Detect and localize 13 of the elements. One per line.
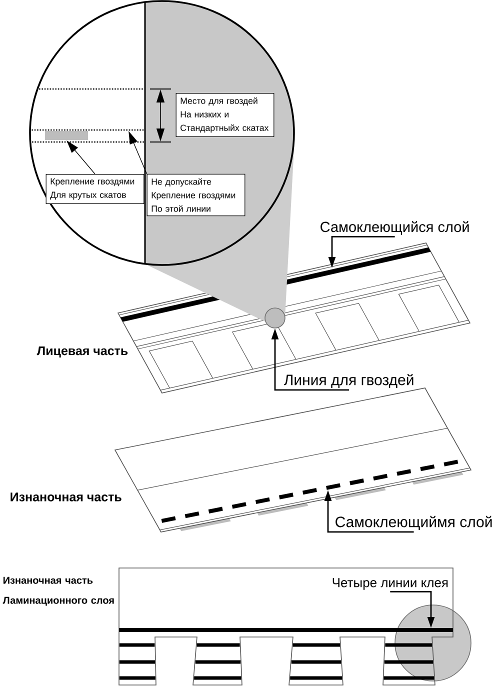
part-label: Лицевая часть: [36, 346, 128, 358]
callout-label: Линия для гвоздей: [284, 374, 414, 388]
part-label: Изнаночная часть: [10, 492, 122, 502]
callout-label: Четыре линии клея: [332, 578, 448, 590]
part-label: Изнаночная часть Ламинационного слоя: [2, 576, 114, 606]
callout-box: Крепление гвоздями Для крутых скатов: [46, 174, 144, 204]
callout-box: Не допускайте Крепление гвоздями По этой линии: [146, 174, 246, 216]
callout-label: Самоклеющийся слой: [320, 221, 469, 235]
highlight-circle: [264, 308, 286, 328]
callout-box: Место для гвоздей На низких и Стандартныйх скатах: [176, 93, 274, 137]
dotted-line: [32, 129, 144, 131]
shaded-bar: [45, 131, 88, 140]
callout-label: Самоклеющиймя слой: [336, 516, 492, 530]
